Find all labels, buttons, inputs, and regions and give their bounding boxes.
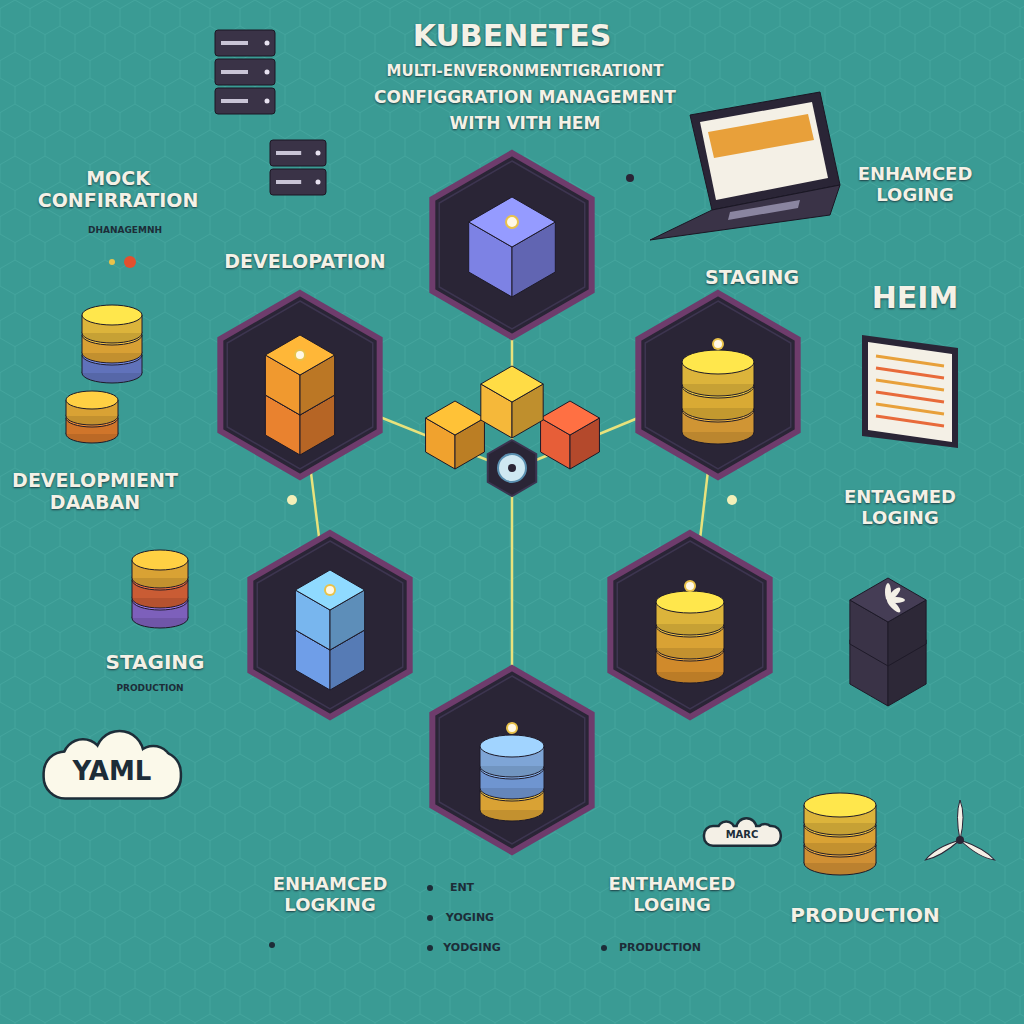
cloud-node: YAML xyxy=(39,731,186,799)
hexagon-inner xyxy=(645,301,790,469)
small-note: PRODUCTION xyxy=(116,683,183,693)
section-label: DEVELOPMIENT DAABAN xyxy=(5,470,185,514)
node-dot xyxy=(712,338,724,350)
bullet-text: ENT xyxy=(450,882,474,895)
fan-symbol xyxy=(885,583,905,614)
hexagon-frame xyxy=(432,153,591,337)
server-icon xyxy=(215,88,275,114)
bullet-dot xyxy=(427,885,433,891)
node-dot xyxy=(684,580,696,592)
cylinder-icon xyxy=(682,350,754,396)
joint-dot xyxy=(287,495,297,505)
title-text: KUBENETES xyxy=(413,19,612,54)
subtitle-text: CONFIGGRATION MANAGEMENT xyxy=(374,88,676,108)
section-label: PRODUCTION xyxy=(790,904,939,927)
hexagon-inner xyxy=(227,301,372,469)
hexagon-frame xyxy=(250,533,409,717)
hexagon-inner xyxy=(617,541,762,709)
cube-icon xyxy=(481,366,543,438)
hexagon-inner xyxy=(439,676,584,844)
hexagon-frame xyxy=(220,293,379,477)
cloud-text: MARC xyxy=(726,829,759,840)
server-icon xyxy=(270,169,326,195)
hexagon-frame xyxy=(432,668,591,852)
section-label: DEVELOPATION xyxy=(224,251,386,273)
status-dot xyxy=(109,259,115,265)
cylinder-icon xyxy=(480,735,544,777)
cloud-node: MARC xyxy=(702,819,783,845)
cloud-text: YAML xyxy=(73,757,152,786)
hexagon-inner xyxy=(439,161,584,329)
hexagons xyxy=(220,153,797,852)
section-label: ENHAMCED LOGING xyxy=(835,164,995,205)
cloud-part xyxy=(758,825,772,839)
cloud-part xyxy=(758,825,772,839)
laptop-icon xyxy=(650,92,840,240)
cylinder-icon xyxy=(804,793,876,835)
section-label: STAGING xyxy=(705,267,799,289)
server-icon xyxy=(270,140,326,166)
turbine-symbol xyxy=(924,800,996,863)
section-label: MOCK CONFIRRATION xyxy=(13,168,223,212)
document-icon xyxy=(862,335,958,448)
status-dot xyxy=(626,174,634,182)
cube-icon xyxy=(265,335,334,415)
hexagon-frame xyxy=(610,533,769,717)
small-note: DHANAGEMNH xyxy=(88,225,162,235)
hub-dot xyxy=(508,464,516,472)
hub-circle xyxy=(498,454,526,482)
section-label: HEIM xyxy=(872,281,959,316)
bullet-dot xyxy=(601,945,607,951)
cube-icon xyxy=(850,578,926,666)
bullet-text: YODGING xyxy=(443,942,500,955)
cube-icon xyxy=(541,401,600,469)
node-dot xyxy=(294,349,306,361)
cylinder-icon xyxy=(66,391,118,425)
hexagon-inner xyxy=(257,541,402,709)
section-label: ENTAGMED LOGING xyxy=(810,487,990,528)
bullet-text: PRODUCTION xyxy=(619,942,701,955)
joint-dot xyxy=(727,495,737,505)
server-icon xyxy=(215,30,275,56)
cube-icon xyxy=(295,570,364,650)
cylinder-icon xyxy=(132,550,188,588)
status-dot xyxy=(124,256,136,268)
cube-icon xyxy=(469,197,556,297)
bullet-dot xyxy=(427,945,433,951)
cube-icon xyxy=(426,401,485,469)
icons xyxy=(66,30,996,951)
subtitle-text: MULTI-ENVERONMENTIGRATIONT xyxy=(387,63,664,80)
bullet-dot xyxy=(427,915,433,921)
cylinder-icon xyxy=(82,305,142,343)
node-dot xyxy=(505,215,519,229)
section-label: STAGING xyxy=(106,651,205,674)
node-dot xyxy=(324,584,336,596)
hexagon-frame xyxy=(638,293,797,477)
node-dot xyxy=(506,722,518,734)
hub-hexagon xyxy=(488,440,536,496)
cylinder-icon xyxy=(656,591,724,635)
subtitle-text: WITH VITH HEM xyxy=(450,114,601,134)
bullet-dot xyxy=(269,942,275,948)
section-label: ENHAMCED LOGKING xyxy=(245,874,415,915)
server-icon xyxy=(215,59,275,85)
bullet-text: YOGING xyxy=(446,912,494,925)
section-label: ENTHAMCED LOGING xyxy=(587,874,757,915)
